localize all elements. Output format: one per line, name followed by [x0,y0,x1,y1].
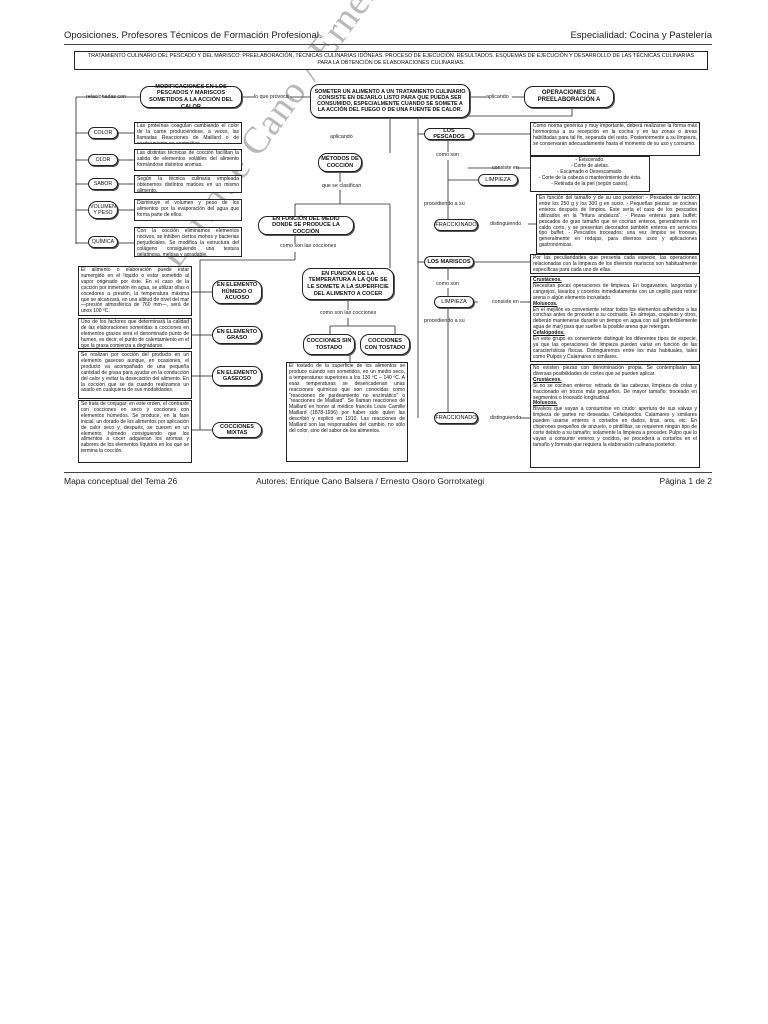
mariscos-limpieza-text: Necesitan pocas operaciones de limpieza.… [533,282,697,301]
medio-2-text: Uno de los factores que determinará la c… [78,318,192,349]
mariscos-limpieza-heading: Moluscos. [533,300,558,307]
footer-right: Página 1 de 2 [659,476,712,486]
header-left: Oposiciones. Profesores Técnicos de Form… [64,30,322,41]
pescados-limpieza-item: - Eviscerado. [575,157,605,163]
label-consiste-en-1: consiste en [492,165,519,171]
node-temperatura: EN FUNCIÓN DE LA TEMPERATURA A LA QUE SE… [302,268,394,300]
medio-4-text: Se trata de conjugar, en este orden, el … [78,400,192,463]
label-aplicando-right: aplicando [486,94,509,100]
prop-4-text: Disminuye el volumen y peso de los alime… [134,199,242,221]
node-central: SOMETER UN ALIMENTO A UN TRATAMIENTO CUL… [310,84,470,118]
pescados-limpieza-item: - Corte de la cabeza o mantenimiento de … [538,174,642,181]
node-con-tostado: COCCIONES CON TOSTADO [360,334,410,355]
medio-3-text: Se realizan por cocción del producto en … [78,351,192,399]
diagram-title: TRATAMIENTO CULINARIO DEL PESCADO Y DEL … [74,51,708,70]
mariscos-fraccionado-heading: Moluscos. [533,400,558,407]
footer-center: Autores: Enrique Cano Balsera / Ernesto … [256,476,485,486]
node-limpieza-mariscos: LIMPIEZA [434,296,474,308]
pescados-limpieza-item: - Escamado o Desescamado. [557,168,623,175]
medio-1-text: El alimento o elaboración puede estar su… [78,266,192,316]
label-distinguiendo-2: distinguiendo [490,415,522,421]
mariscos-limpieza-heading: Cefalópodos. [533,330,565,337]
label-como-son-mariscos: como son [436,281,459,287]
prop-5-label: QUÍMICA [88,236,118,248]
mariscos-fraccionado-text: Bivalvos que vayan a consumirse en crudo… [533,406,697,448]
mariscos-limpieza-text: En este grupo es conveniente distinguir … [533,336,697,360]
mariscos-limpieza-text: En el mejillón es conveniente retirar to… [533,306,697,331]
node-mariscos: LOS MARISCOS [424,256,474,268]
node-sin-tostado: COCCIONES SIN TOSTADO [303,334,355,355]
text-pescados-fraccionado: En función del tamaño y de su uso poster… [536,194,700,254]
node-pescados: LOS PESCADOS [424,128,474,140]
prop-1-label: COLOR [88,127,118,139]
node-preelaboracion: OPERACIONES DE PREELABORACIÓN A [524,86,614,108]
label-procediendo-1: procediendo a su [424,201,465,207]
medio-2-label: EN ELEMENTO GRASO [212,326,262,344]
label-aplicando-down: aplicando [330,134,353,140]
mariscos-fraccionado-text: No existen piezas con denominación propi… [533,365,697,377]
label-que-se-clasifican: que se clasifican [322,183,362,189]
label-como-son-pescados: como son [436,152,459,158]
prop-3-text: Según la técnica culinaria empleada obte… [134,175,242,193]
footer-left: Mapa conceptual del Tema 26 [64,476,178,486]
prop-3-label: SABOR [88,178,118,190]
prop-2-text: Las distintas técnicas de cocción facili… [134,149,242,171]
prop-5-text: Con la cocción eliminamos elementos noci… [134,227,242,257]
text-pescados-intro: Como norma genérica y muy importante, de… [530,122,700,156]
node-medio: EN FUNCIÓN DEL MEDIO DONDE SE PRODUCE LA… [258,216,354,235]
label-procediendo-2: procediendo a su [424,318,465,324]
medio-3-label: EN ELEMENTO GASEOSO [212,366,262,386]
medio-1-label: EN ELEMENTO HÚMEDO O ACUOSO [212,280,262,304]
list-pescados-limpieza: - Eviscerado.- Corte de aletas.- Escamad… [530,156,650,192]
label-como-son-temp: como son las cocciones [320,310,377,316]
mariscos-limpieza-heading: Crustáceos. [533,277,562,283]
footer-rule [64,472,712,473]
label-como-son-medio: como son las cocciones [280,243,337,249]
node-fraccionado-pescados: FRACCIONADO [434,219,478,231]
label-distinguiendo-1: distinguiendo [490,221,522,227]
prop-1-text: Las proteínas coagulan cambiando el colo… [134,122,242,144]
text-mariscos-fraccionado: No existen piezas con denominación propi… [530,364,700,468]
text-tostado: El tostado de la superficie de los alime… [286,362,408,462]
mariscos-fraccionado-heading: Crustáceos. [533,376,562,383]
prop-2-label: OLOR [88,154,118,166]
medio-4-label: COCCIONES MIXTAS [212,422,262,438]
label-relacionadas: relacionadas con [86,94,127,100]
pescados-limpieza-item: - Corte de aletas. [570,162,610,169]
header-rule [64,44,712,45]
prop-4-label: VOLUMEN Y PESO [88,201,118,219]
mariscos-fraccionado-text: Si no se cocinan enteros: retirada de la… [533,382,697,401]
node-fraccionado-mariscos: FRACCIONADO [434,412,478,424]
text-mariscos-limpieza: Crustáceos.Necesitan pocas operaciones d… [530,276,700,362]
label-consiste-en-2: consiste en [492,299,519,305]
node-modificaciones: MODIFICACIONES EN LOS PESCADOS Y MARISCO… [140,84,242,110]
header-right: Especialidad: Cocina y Pastelería [570,30,712,41]
label-lo-que-provoca: lo que provoca [254,94,289,100]
node-limpieza-pescados: LIMPIEZA [478,174,518,186]
text-mariscos-intro: Por las peculiaridades que presenta cada… [530,254,700,274]
pescados-limpieza-item: - Retirada de la piel (según casos). [551,180,629,187]
node-metodos: MÉTODOS DE COCCIÓN [318,153,362,172]
